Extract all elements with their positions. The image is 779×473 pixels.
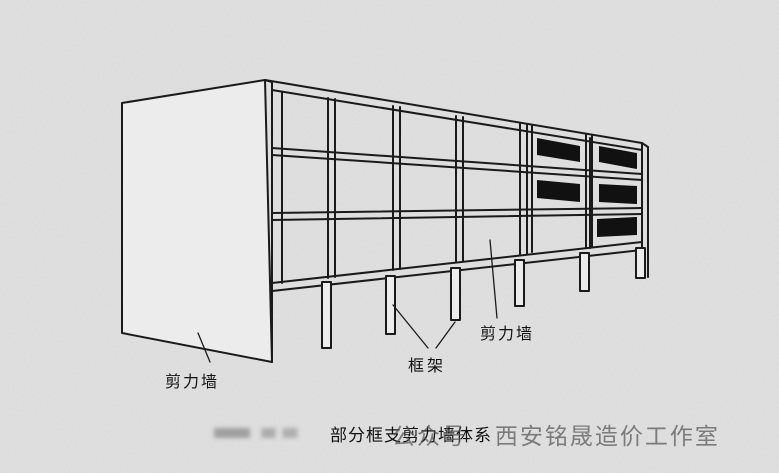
figure-caption: 部分框支剪力墙体系 [330,426,492,446]
wall-openings [537,138,637,237]
lower-columns [321,247,646,349]
right-wall-panels [531,125,591,253]
shear-wall-label-left: 剪力墙 [165,372,220,391]
shear-wall-label-right: 剪力墙 [480,324,535,343]
frame-label: 框架 [408,356,447,375]
watermark-text: 公众号 · 西安铭晟造价工作室 [392,424,720,450]
upper-columns [281,91,649,284]
blurred-text [214,428,309,438]
leader-lines [197,239,498,363]
shear-wall-end [121,79,273,363]
